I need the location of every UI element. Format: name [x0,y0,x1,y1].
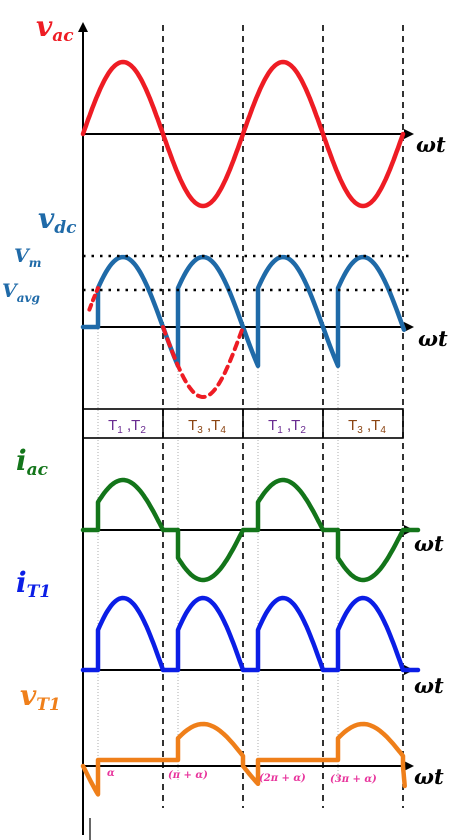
firing-label-alpha: α [107,768,115,779]
omega-t-label-vt1: ωt [414,764,444,789]
label-vt1: vT1 [20,679,61,715]
trace-vdc-dotted-negative [161,325,245,399]
firing-angle-lines [97,290,339,780]
label-vdc: vdc [38,202,77,238]
waveform-traces [80,59,421,797]
omega-t-label-it1: ωt [414,673,444,698]
trace-vac [80,59,406,209]
trace-vdc [80,254,407,369]
pair-cell-4: T3 ,T4 [348,417,386,436]
label-vavg: Vavg [2,280,40,305]
pair-cell-3: T1 ,T2 [268,417,306,436]
conduction-table: T1 ,T2 T3 ,T4 T1 ,T2 T3 ,T4 [82,408,404,439]
omega-t-label-iac: ωt [414,531,444,556]
label-it1: iT1 [16,566,51,602]
pair-cell-1: T1 ,T2 [108,417,146,436]
trace-iac [80,477,421,583]
trace-vdc-dotted-start [87,286,100,312]
label-iac: iac [16,444,49,480]
omega-t-label-vdc: ωt [418,326,448,351]
firing-label-2pi-alpha: (2π + α) [259,773,306,784]
voltage-level-lines [83,254,412,292]
pair-cell-2: T3 ,T4 [188,417,226,436]
firing-label-pi-alpha: (π + α) [168,770,208,781]
label-vac: vac [36,10,74,46]
trace-vt1 [80,721,407,797]
omega-t-label-vac: ωt [416,132,446,157]
label-vm: Vm [14,245,41,270]
firing-label-3pi-alpha: (3π + α) [330,774,377,785]
trace-it1 [80,595,421,673]
period-divider-lines [162,25,404,808]
